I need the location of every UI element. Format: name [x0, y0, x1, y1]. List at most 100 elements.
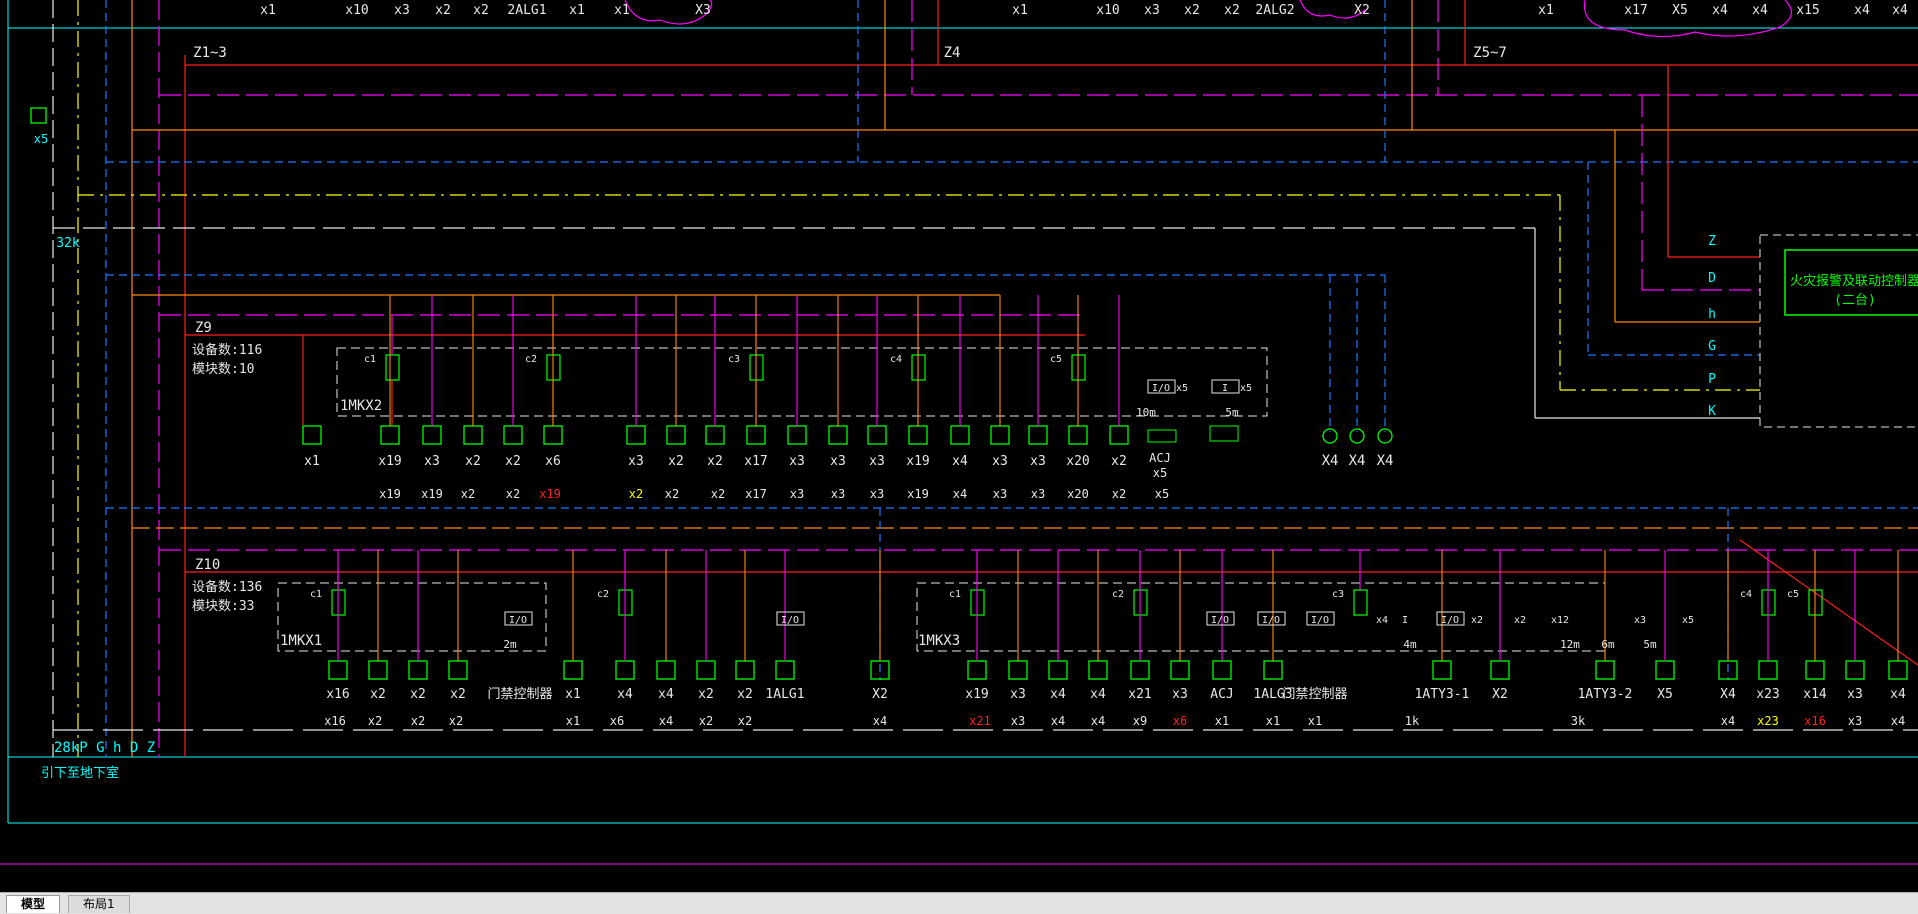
device-count-label: x4 [952, 454, 968, 469]
side-count: x4 [1376, 615, 1388, 626]
telephone-icon [30, 107, 47, 124]
panel-bus-label: K [1708, 404, 1716, 419]
z10-name: Z10 [195, 557, 220, 573]
speaker-count: X4 [1349, 453, 1366, 469]
top-label: x2 [435, 3, 451, 18]
panel-bus-label: P [1708, 372, 1716, 387]
top-label: 2ALG2 [1255, 3, 1294, 18]
device-count-label: x3 [830, 454, 846, 469]
circuit-label: c2 [525, 354, 537, 365]
top-label: x4 [1854, 3, 1870, 18]
z10-bottom-label: x1 [1308, 714, 1322, 728]
top-label: x17 [1624, 3, 1647, 18]
top-label: X2 [1354, 3, 1370, 18]
distance-label: 5m [1643, 638, 1657, 651]
bus-lines [53, 0, 1918, 731]
top-label: x4 [1712, 3, 1728, 18]
z9-bottom-label: x3 [993, 487, 1007, 501]
circuit-label: c1 [310, 589, 322, 600]
device-count-label: x4 [1090, 687, 1106, 702]
footnote-label: 引下至地下室 [41, 765, 119, 781]
z10-bottom-label: x3 [1011, 714, 1025, 728]
device-count-label: X4 [1720, 687, 1736, 702]
io-label: I/O [781, 615, 799, 626]
drawing-frame [0, 0, 1918, 865]
i-count: x5 [1240, 383, 1252, 394]
device-count-label: 1ALG1 [765, 687, 804, 702]
speaker-count: X4 [1322, 453, 1339, 469]
z10-bottom-label: x2 [738, 714, 752, 728]
panel-title: 火灾报警及联动控制器 [1790, 273, 1918, 289]
z10-bottom-label: x16 [1804, 714, 1826, 728]
z9-bottom-label: x17 [745, 487, 767, 501]
device-count-label: x3 [1030, 454, 1046, 469]
diagonal-wire [1739, 539, 1918, 666]
top-label: x1 [569, 3, 585, 18]
device-count-label: x3 [424, 454, 440, 469]
circuit-label: c2 [1112, 589, 1124, 600]
device-count-label: x2 [737, 687, 753, 702]
device-count-label: x4 [658, 687, 674, 702]
z10-bottom-label: x6 [1173, 714, 1187, 728]
device-count-label: x3 [1172, 687, 1188, 702]
z10-bottom-label: x3 [1848, 714, 1862, 728]
acj-device [1147, 429, 1177, 443]
io-module [1206, 611, 1235, 626]
z9-bottom-label: x20 [1067, 487, 1089, 501]
speaker-icon [1377, 428, 1393, 444]
device-count-label: x16 [326, 687, 349, 702]
z9-bottom-label: x2 [629, 487, 643, 501]
device-count-label: x3 [869, 454, 885, 469]
distance-label: 12m [1560, 638, 1580, 651]
device-count-label: x2 [410, 687, 426, 702]
device-count-label: x3 [628, 454, 644, 469]
device-count-label: x19 [906, 454, 929, 469]
io-module [1147, 379, 1176, 394]
top-label: X3 [695, 3, 711, 18]
z10-bottom-label: x6 [610, 714, 624, 728]
z10-bottom-label: x4 [873, 714, 887, 728]
i-module [1211, 379, 1240, 394]
panel-bus-label: D [1708, 271, 1716, 286]
z10-bottom-label: x16 [324, 714, 346, 728]
device-count-label: ACJ [1210, 687, 1233, 702]
device-count-label: x4 [617, 687, 633, 702]
z10-bottom-label: x1 [1266, 714, 1280, 728]
panel-bus-label: G [1708, 339, 1716, 354]
io-module [504, 611, 533, 626]
z9-bottom-label: x2 [665, 487, 679, 501]
z9-bottom-label: x3 [790, 487, 804, 501]
z9-bottom-label: x2 [711, 487, 725, 501]
circuit-label: c1 [949, 589, 961, 600]
tab-model[interactable]: 模型 [6, 895, 61, 913]
device-count-label: x19 [378, 454, 401, 469]
device-count-label: x17 [744, 454, 767, 469]
panel-subtitle: (二台) [1834, 293, 1876, 308]
device-count-label: x1 [304, 454, 320, 469]
z9-module-count: 模块数:10 [192, 362, 254, 377]
top-label: x10 [345, 3, 368, 18]
io-module [1257, 611, 1286, 626]
circuit-label: c1 [364, 354, 376, 365]
device-count-label: x1 [565, 687, 581, 702]
panel-bus-label: Z [1708, 234, 1716, 249]
speaker-icon [1349, 428, 1365, 444]
circuit-label: c3 [728, 354, 740, 365]
z9-device-count: 设备数:116 [192, 342, 262, 358]
panel-bus-label: h [1708, 307, 1716, 322]
device-count-label: x4 [1050, 687, 1066, 702]
z10-box2-label: 1MKX3 [918, 633, 960, 649]
io-label: I/O [1311, 615, 1329, 626]
z10-box1-label: 1MKX1 [280, 633, 322, 649]
z10-module-count: 模块数:33 [192, 599, 254, 614]
device-count-label: 1ATY3-1 [1415, 687, 1470, 702]
z10-bottom-label: x4 [1051, 714, 1065, 728]
distance-label: 6m [1601, 638, 1615, 651]
tab-layout-1[interactable]: 布局1 [68, 895, 130, 913]
z9-bottom-label: x19 [421, 487, 443, 501]
z9-bottom-label: x3 [870, 487, 884, 501]
circuit-label: c4 [890, 354, 902, 365]
top-label: x1 [1538, 3, 1554, 18]
zone-label-z4: Z4 [944, 45, 961, 61]
